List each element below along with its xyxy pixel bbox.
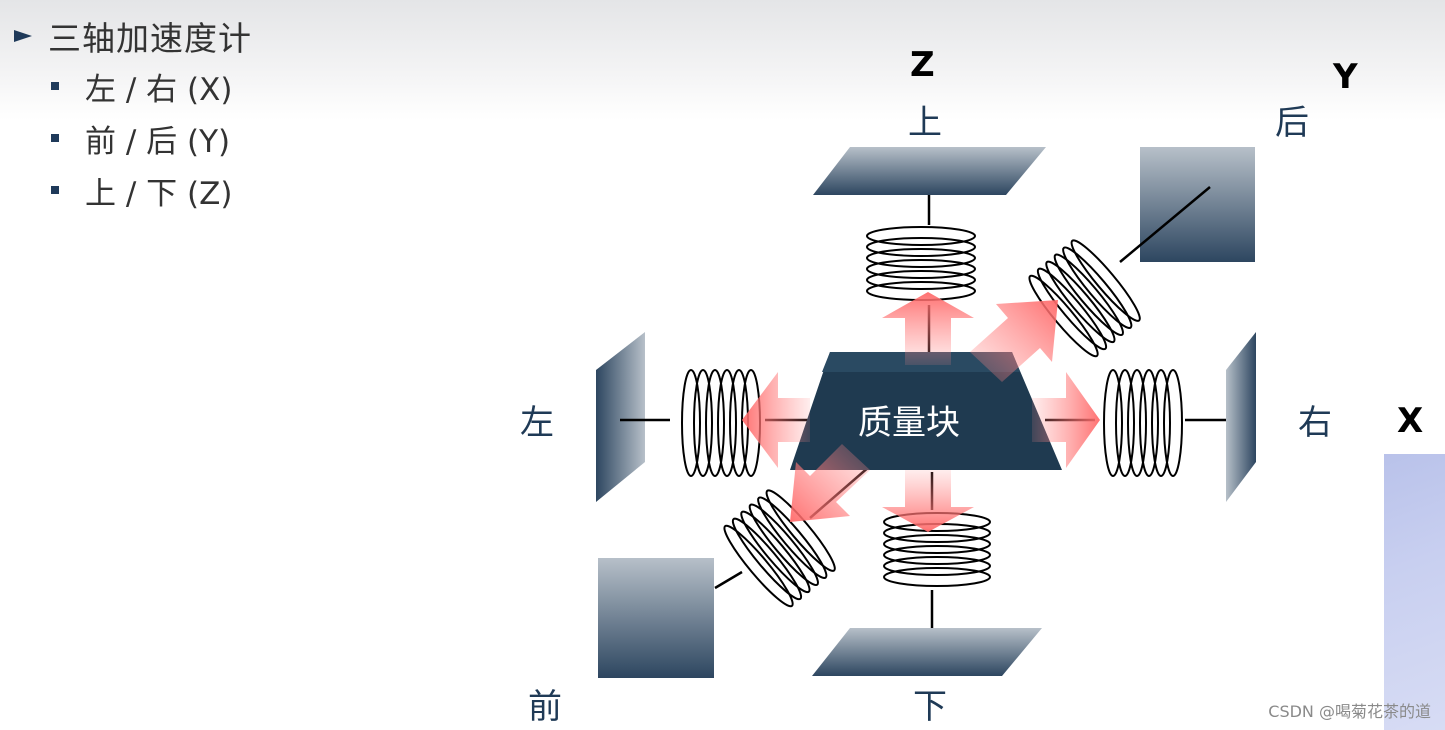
bottom-spring <box>883 512 991 587</box>
top-plate <box>813 147 1046 195</box>
arrow-front-icon <box>790 444 870 522</box>
bullet-item-label: 上 / 下 (Z) <box>85 175 233 212</box>
right-plate <box>1226 332 1256 502</box>
arrow-right-icon <box>1032 372 1100 468</box>
front-spring <box>723 489 836 608</box>
bottom-plate <box>812 628 1042 676</box>
axis-y-label: Y <box>1332 57 1358 97</box>
bullet-title-row: 三轴加速度计 <box>14 12 252 60</box>
direction-up-label: 上 <box>908 103 942 143</box>
front-plate <box>598 558 714 678</box>
top-spring <box>866 226 976 301</box>
arrow-back-icon <box>970 300 1058 382</box>
square-bullet-icon <box>51 134 59 142</box>
side-panel <box>1384 454 1445 730</box>
arrow-down-icon <box>882 470 974 532</box>
direction-back-label: 后 <box>1275 103 1309 143</box>
bullet-item: 左 / 右 (X) <box>51 60 252 112</box>
axis-x-label: X <box>1397 401 1423 441</box>
mass-block <box>790 352 1062 470</box>
direction-right-label: 右 <box>1298 403 1332 443</box>
slide-title: 三轴加速度计 <box>48 19 252 58</box>
back-plate <box>1140 147 1255 262</box>
back-wire <box>1119 186 1211 263</box>
bullet-item: 前 / 后 (Y) <box>51 112 252 164</box>
arrow-left-icon <box>742 372 810 468</box>
front-wire <box>714 570 743 590</box>
watermark: CSDN @喝菊花茶的道 <box>1268 702 1431 721</box>
direction-front-label: 前 <box>528 687 562 727</box>
triangle-bullet-icon <box>14 30 32 42</box>
arrow-up-icon <box>882 292 974 365</box>
square-bullet-icon <box>51 186 59 194</box>
bullet-item: 上 / 下 (Z) <box>51 164 252 216</box>
back-spring <box>1028 239 1141 358</box>
direction-left-label: 左 <box>520 403 554 443</box>
bullet-item-label: 前 / 后 (Y) <box>85 123 231 160</box>
square-bullet-icon <box>51 82 59 90</box>
bullet-item-label: 左 / 右 (X) <box>85 71 233 108</box>
mass-label: 质量块 <box>858 403 960 443</box>
bullet-list: 三轴加速度计 左 / 右 (X) 前 / 后 (Y) 上 / 下 (Z) <box>14 12 252 216</box>
direction-down-label: 下 <box>913 687 947 727</box>
axis-z-label: Z <box>910 45 935 85</box>
right-spring <box>1103 369 1183 477</box>
left-plate <box>596 332 645 502</box>
